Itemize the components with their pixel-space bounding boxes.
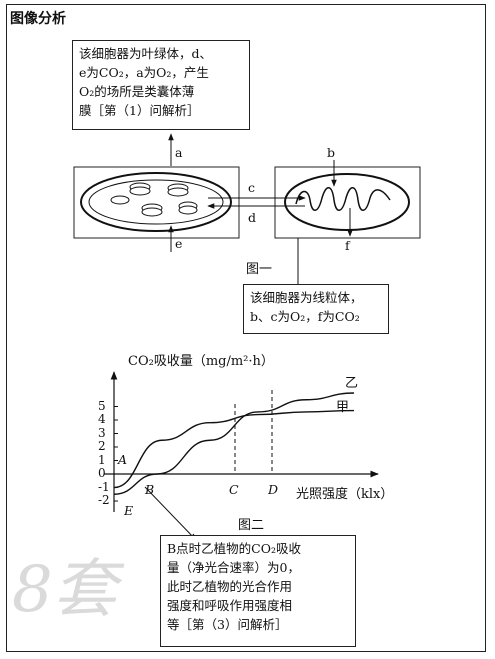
note-line: e为CO₂，a为O₂，产生 bbox=[79, 65, 209, 80]
chart-xlabel: 光照强度（klx） bbox=[296, 487, 394, 502]
note-line: O₂的场所是类囊体薄 bbox=[79, 84, 195, 99]
point-label-d: D bbox=[268, 482, 279, 497]
y-tick-label: 1 bbox=[98, 452, 106, 467]
y-tick-label: 2 bbox=[98, 439, 106, 453]
point-label-a: A bbox=[118, 452, 128, 467]
note-line: 该细胞器为叶绿体，d、 bbox=[79, 46, 213, 61]
point-label-e: E bbox=[124, 503, 134, 518]
arrow-label-a: a bbox=[175, 145, 183, 160]
series-label-yi: 乙 bbox=[345, 376, 359, 391]
arrow-label-b: b bbox=[327, 145, 336, 160]
point-label-b: B bbox=[145, 482, 155, 497]
series-line-甲 bbox=[113, 409, 355, 489]
chart-guides bbox=[234, 390, 273, 474]
section-title: 图像分析 bbox=[10, 11, 66, 27]
y-tick-label: -2 bbox=[98, 493, 110, 507]
figure-frame bbox=[6, 4, 486, 652]
y-tick-label: 0 bbox=[98, 466, 106, 480]
chloroplast-note: 该细胞器为叶绿体，d、 e为CO₂，a为O₂，产生 O₂的场所是类囊体薄 膜［第… bbox=[72, 40, 250, 130]
note-line: b、c为O₂，f为CO₂ bbox=[250, 309, 360, 324]
note-line: 膜［第（1）问解析］ bbox=[79, 103, 200, 118]
arrow-label-d: d bbox=[248, 210, 257, 225]
y-tick-label: 4 bbox=[98, 412, 106, 426]
note-line: 量（净光合速率）为0， bbox=[167, 560, 300, 575]
figure2-caption: 图二 bbox=[238, 518, 265, 533]
arrow-label-c: c bbox=[248, 180, 256, 195]
chart-ylabel: CO₂吸收量（mg/m²·h） bbox=[128, 354, 274, 369]
chart-series bbox=[113, 392, 355, 495]
chloroplast-panel bbox=[73, 166, 240, 239]
arrow-label-e: e bbox=[175, 236, 183, 251]
mitochondrion-note: 该细胞器为线粒体， b、c为O₂，f为CO₂ bbox=[243, 284, 389, 334]
y-tick-label: 5 bbox=[98, 398, 106, 413]
note-line: B点时乙植物的CO₂吸收 bbox=[167, 541, 302, 556]
grana bbox=[110, 182, 198, 217]
mitochondrion-panel bbox=[274, 166, 421, 239]
arrow-label-f: f bbox=[345, 238, 350, 253]
point-b-note: B点时乙植物的CO₂吸收 量（净光合速率）为0， 此时乙植物的光合作用 强度和呼… bbox=[160, 535, 356, 647]
note-line: 强度和呼吸作用强度相 bbox=[167, 598, 293, 613]
chart-axes bbox=[104, 371, 379, 512]
y-tick-label: 3 bbox=[98, 425, 106, 440]
watermark-logo: 8套 bbox=[12, 553, 117, 627]
point-label-c: C bbox=[229, 482, 239, 497]
note-line: 等［第（3）问解析］ bbox=[167, 617, 288, 632]
series-label-jia: 甲 bbox=[336, 400, 350, 415]
figure1-caption: 图一 bbox=[246, 262, 273, 277]
note-line: 该细胞器为线粒体， bbox=[250, 290, 363, 305]
note-line: 此时乙植物的光合作用 bbox=[167, 579, 293, 594]
series-line-乙 bbox=[113, 392, 355, 495]
y-tick-label: -1 bbox=[98, 479, 110, 494]
